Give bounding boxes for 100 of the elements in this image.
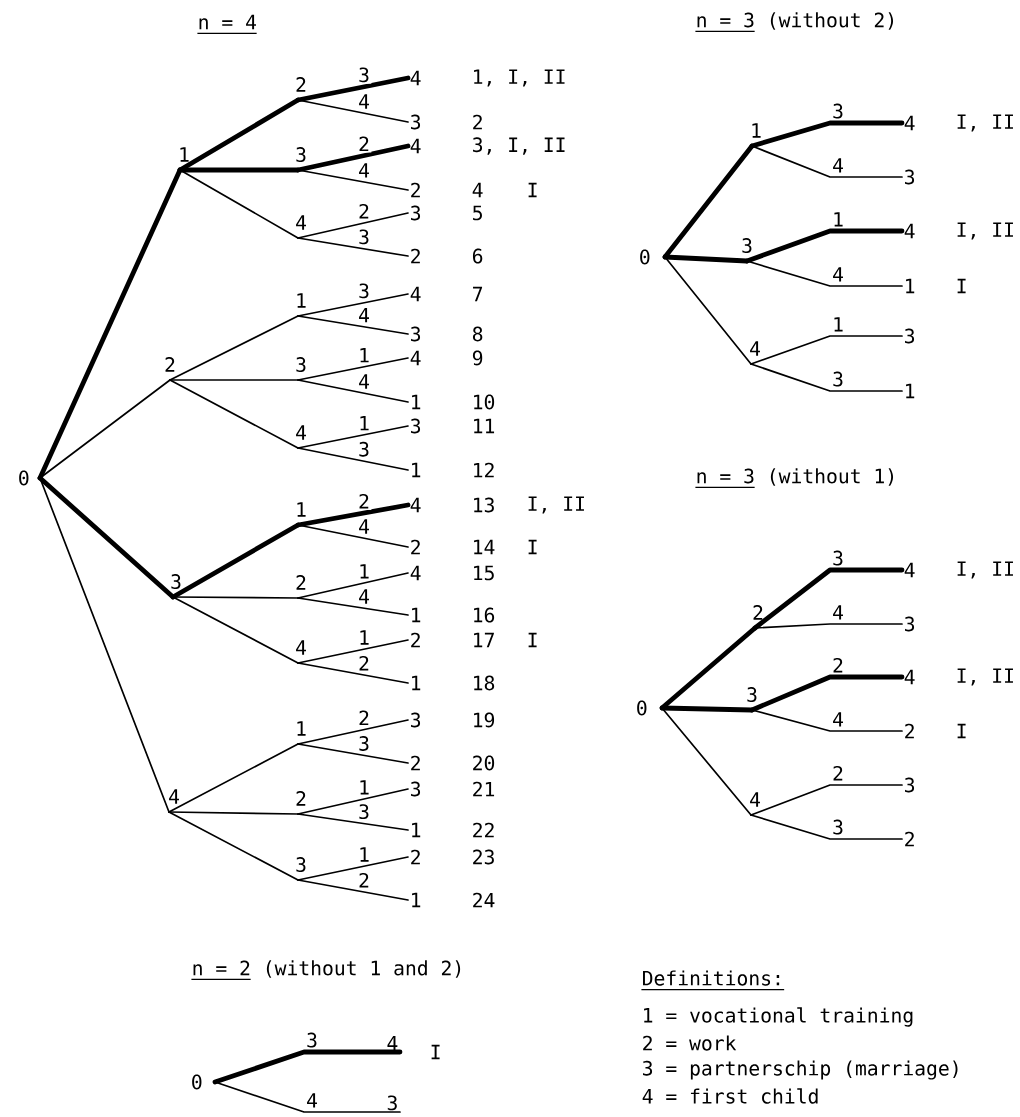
- leaf-label: 4: [410, 286, 421, 302]
- leaf-label: 2: [905, 831, 914, 847]
- leaf-label: 2: [411, 539, 420, 555]
- tree-node-label: 0: [640, 249, 650, 265]
- case-label: 23: [473, 849, 494, 865]
- branch-line: [169, 379, 299, 381]
- case-label: 3, I, II: [473, 137, 565, 155]
- tree-node-label: 4: [296, 425, 306, 440]
- branch-line: [169, 315, 299, 381]
- edge-label: 3: [356, 802, 372, 821]
- leaf-label: 2: [411, 632, 420, 648]
- case-label: 5: [473, 205, 482, 221]
- leaf-label: 3: [411, 114, 421, 130]
- case-label: 18: [474, 675, 495, 691]
- branch-line: [664, 256, 752, 365]
- tree-node-label: 3: [171, 574, 181, 589]
- tree-node-label: 0: [19, 470, 29, 486]
- branch-line: [661, 707, 752, 816]
- tree-node-label: 0: [192, 1074, 202, 1090]
- leaf-label: 2: [411, 248, 420, 264]
- leaf-label: 3: [387, 1095, 397, 1111]
- case-label: 1, I, II: [474, 69, 565, 87]
- definition-text: 3 = partnerschip (marriage): [643, 1060, 958, 1080]
- tree-node-label: 4: [296, 215, 306, 230]
- branch-line: [750, 363, 903, 392]
- edge-label: 1: [356, 845, 372, 864]
- branch-line: [297, 788, 409, 815]
- leaf-label: 1: [412, 822, 421, 838]
- leaf-label: 4: [904, 223, 915, 239]
- definitions-heading: Definitions:: [640, 970, 785, 991]
- tree-node-label: 1: [752, 123, 761, 138]
- case-label: I, II: [528, 496, 584, 514]
- leaf-label: 3: [411, 418, 421, 434]
- edge-label: 1: [356, 346, 372, 364]
- case-label: I, II: [957, 668, 1013, 686]
- leaf-label: 4: [904, 562, 915, 578]
- case-label: I: [957, 723, 966, 739]
- edge-label: 4: [830, 710, 846, 728]
- tree-node-label: 3: [742, 238, 752, 253]
- case-label: 15: [474, 565, 494, 581]
- branch-line: [297, 212, 409, 239]
- edge-label: 2: [356, 135, 372, 153]
- case-label: 4: [472, 182, 483, 198]
- tree-heading: n = 3 (without 2): [694, 12, 893, 33]
- leaf-label: 2: [411, 182, 420, 198]
- branch-line: [750, 784, 903, 816]
- case-label: 19: [474, 712, 495, 728]
- edge-label: 4: [830, 265, 846, 283]
- leaf-label: 3: [411, 781, 421, 797]
- branch-line: [751, 145, 903, 178]
- branch-line: [297, 662, 409, 684]
- edge-label: 2: [356, 202, 372, 220]
- leaf-label: 4: [904, 115, 915, 131]
- tree-node-label: 1: [297, 721, 306, 736]
- case-label: I: [528, 632, 537, 648]
- tree-node-label: 4: [750, 792, 760, 807]
- case-label: 7: [473, 286, 483, 302]
- case-label: 14: [474, 539, 495, 555]
- leaf-label: 3: [905, 777, 915, 793]
- edge-label: 3: [304, 1031, 320, 1049]
- edge-label: 1: [356, 562, 372, 580]
- tree-node-label: 4: [169, 789, 179, 804]
- leaf-label: 1: [906, 383, 915, 399]
- case-label: 21: [473, 781, 495, 797]
- case-label: 20: [473, 755, 495, 771]
- tree-node-label: 3: [296, 357, 306, 372]
- branch-line: [295, 502, 411, 528]
- case-label: I: [431, 1044, 440, 1060]
- tree-heading: n = 4: [196, 14, 258, 35]
- branch-line: [297, 237, 409, 257]
- case-label: I, II: [957, 222, 1013, 240]
- leaf-label: 1: [412, 607, 421, 623]
- branch-line: [214, 1081, 401, 1113]
- edge-label: 3: [830, 818, 846, 836]
- branch-line: [751, 709, 903, 732]
- branch-line: [297, 856, 409, 881]
- branch-line: [749, 120, 905, 149]
- branch-line: [297, 99, 409, 123]
- branch-line: [746, 260, 903, 287]
- definition-text: 1 = vocational training: [644, 1007, 913, 1027]
- leaf-label: 4: [410, 497, 421, 513]
- edge-label: 1: [356, 628, 372, 647]
- branch-line: [297, 315, 409, 335]
- case-label: 13: [474, 497, 494, 513]
- edge-label: 3: [356, 66, 372, 84]
- branch-line: [297, 357, 409, 381]
- edge-label: 4: [356, 372, 372, 391]
- tree-heading: n = 2 (without 1 and 2): [190, 960, 461, 981]
- branch-line: [297, 447, 409, 471]
- tree-node-label: 3: [296, 857, 306, 872]
- definition-text: 4 = first child: [642, 1088, 818, 1104]
- tree-node-label: 0: [637, 700, 647, 716]
- branch-line: [179, 169, 299, 239]
- edge-label: 4: [356, 92, 372, 111]
- branch-line: [297, 169, 409, 191]
- branch-line: [297, 524, 409, 548]
- case-label: 17: [474, 632, 494, 648]
- leaf-label: 1: [412, 462, 421, 478]
- case-label: I: [528, 182, 537, 198]
- edge-label: 3: [356, 228, 372, 246]
